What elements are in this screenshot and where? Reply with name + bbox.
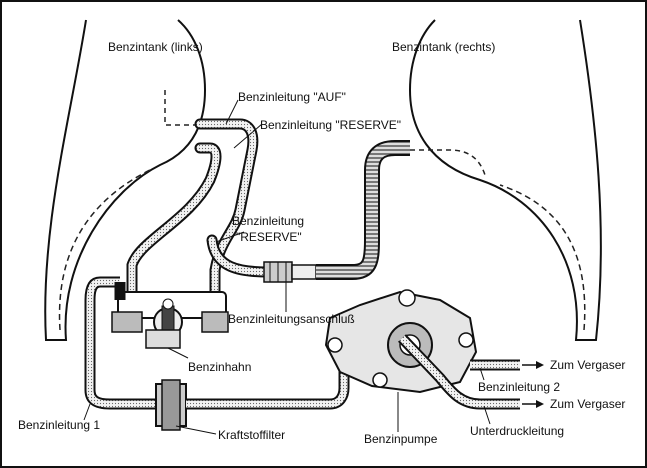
label-carb-1: Zum Vergaser [550,358,626,372]
hose-reserve-left [126,142,222,311]
label-connector: Benzinleitungsanschluß [228,312,355,326]
label-fuel-line-2: Benzinleitung 2 [478,380,561,394]
fuel-line-connector [263,261,317,283]
fuel-tap-body [111,291,229,349]
left-tank-outline [44,19,207,341]
leader-lines [83,99,491,435]
label-line-reserve-mid-1: Benzinleitung [232,214,305,228]
right-tank-inner-dashed [499,184,586,331]
label-tank-left: Benzintank (links) [108,40,203,54]
label-fuel-tap: Benzinhahn [188,360,252,374]
corrugated-hose [316,140,410,280]
label-fuel-pump: Benzinpumpe [364,432,438,446]
right-tank-outline [408,19,602,341]
label-line-reserve-mid-2: "RESERVE" [236,230,302,244]
label-carb-2: Zum Vergaser [550,397,626,411]
right-tank-top-dashed [410,149,486,176]
hose-filter-to-pump [186,370,350,410]
left-tank-top-dashed [164,90,198,126]
label-fuel-filter: Kraftstoffilter [218,428,286,442]
label-fuel-line-1: Benzinleitung 1 [18,418,101,432]
label-tank-right: Benzintank (rechts) [392,40,496,54]
fuel-filter [155,379,187,431]
label-line-auf: Benzinleitung "AUF" [238,90,346,104]
label-vacuum-line: Unterdruckleitung [470,424,565,438]
left-tank-inner-dashed [58,169,151,331]
label-line-reserve-top: Benzinleitung "RESERVE" [260,118,402,132]
arrow-to-carburetor-1 [522,361,544,369]
arrow-to-carburetor-2 [522,400,544,408]
